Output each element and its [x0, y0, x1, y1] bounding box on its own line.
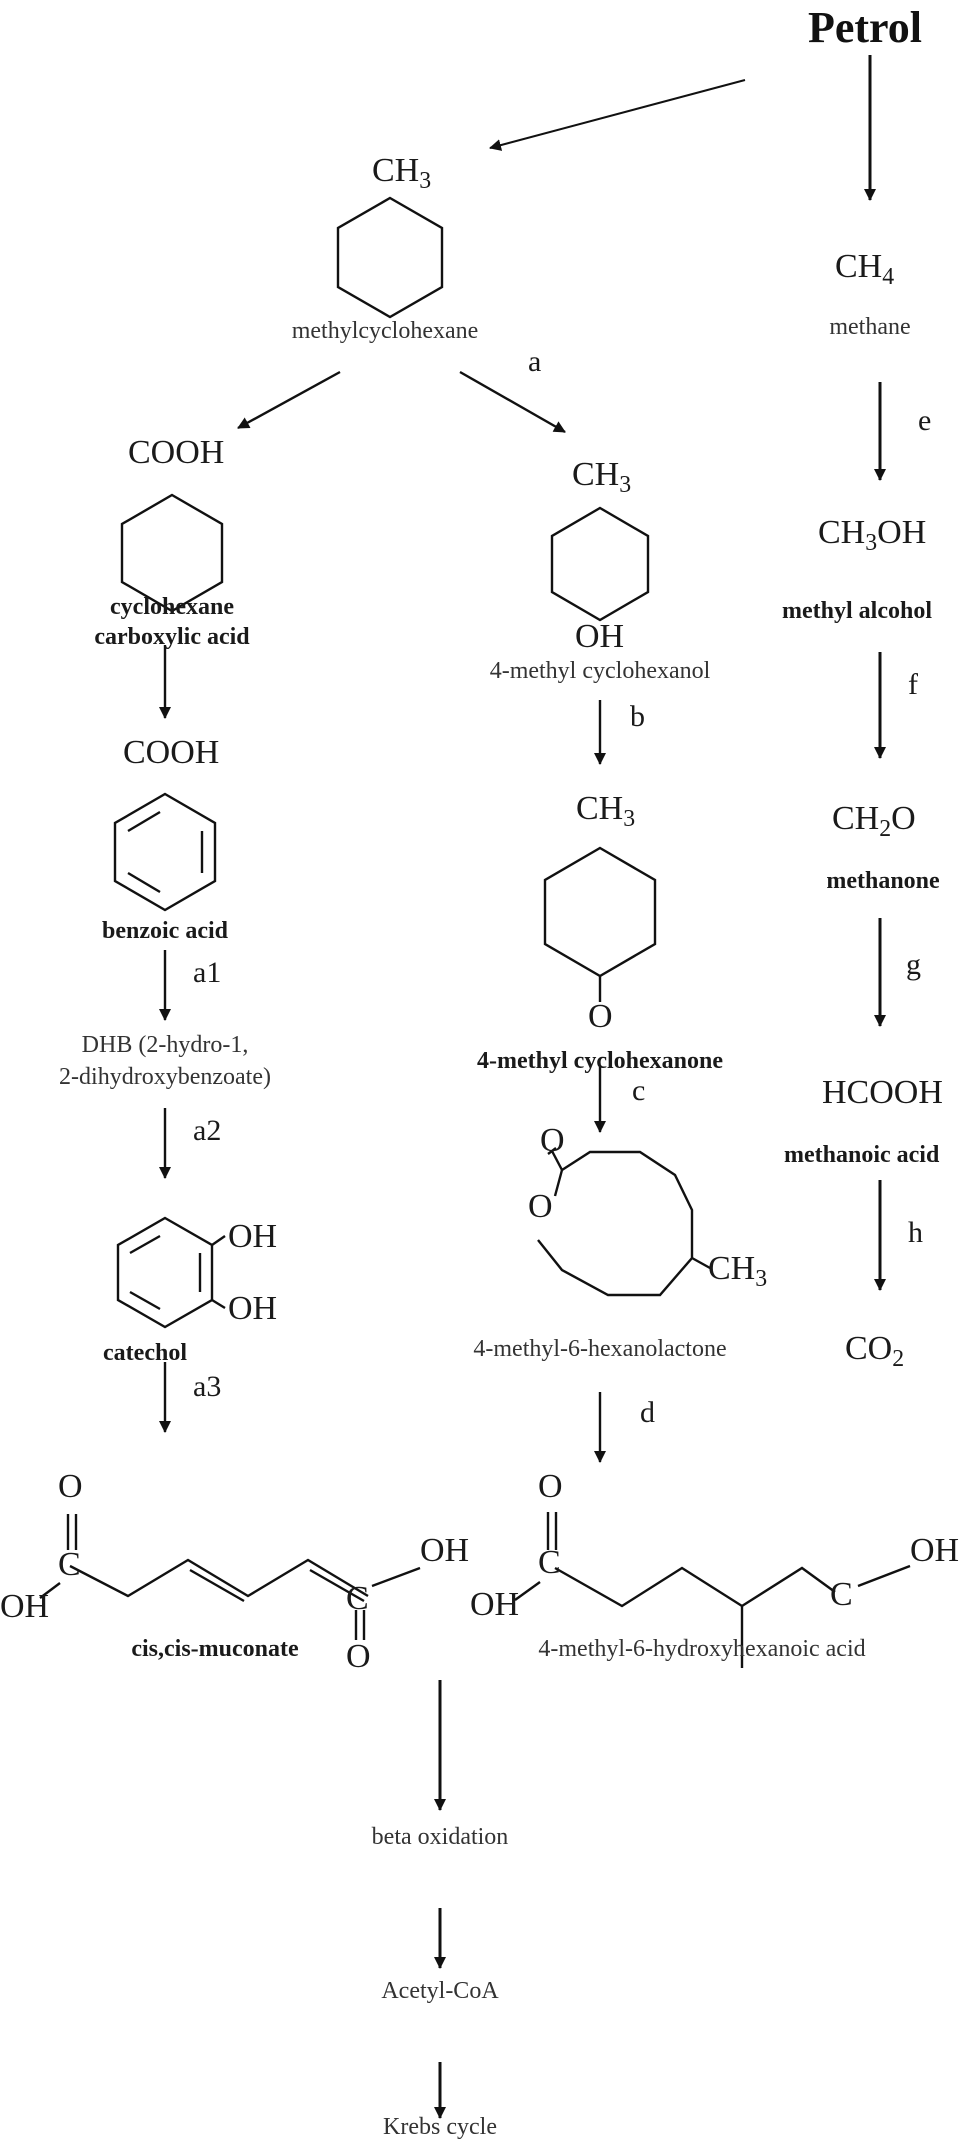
- hexanoic-c-left: C: [538, 1544, 561, 1581]
- benzoic-cooh: COOH: [123, 734, 220, 771]
- methyl-alcohol-ch3oh: CH3OH: [818, 514, 927, 557]
- methylcyclohexanol-ring: [550, 506, 650, 622]
- label-methylcyclohexane: methylcyclohexane: [291, 318, 479, 344]
- muconate-oh-left: OH: [0, 1588, 50, 1625]
- cyclohexane-carboxylic-cooh: COOH: [128, 434, 225, 471]
- label-dhb-line1: DHB (2-hydro-1,: [81, 1032, 249, 1058]
- step-c: c: [632, 1074, 646, 1107]
- co2: CO2: [845, 1330, 905, 1373]
- label-carboxylic-acid: carboxylic acid: [94, 624, 250, 650]
- benzoic-ring: [113, 792, 217, 912]
- methylcyclohexanol-ch3: CH3: [572, 456, 632, 499]
- muconate-c-right: C: [346, 1580, 369, 1617]
- label-dhb-line2: 2-dihydroxybenzoate): [59, 1064, 271, 1090]
- hexanoic-o-top: O: [538, 1468, 563, 1505]
- arrow-to-methylcyclohexanol: [459, 370, 566, 434]
- label-methyl-alcohol: methyl alcohol: [782, 598, 932, 624]
- hydroxyhexanoic-chain: [554, 1566, 836, 1608]
- step-a1: a1: [193, 956, 222, 989]
- label-benzoic-acid: benzoic acid: [102, 918, 228, 944]
- step-b: b: [630, 700, 645, 733]
- label-cyclohexane: cyclohexane: [110, 594, 234, 620]
- methylcyclohexanone-ring: [543, 846, 657, 978]
- label-methanoic-acid: methanoic acid: [784, 1142, 940, 1168]
- methylcyclohexanol-oh: OH: [575, 618, 625, 655]
- arrow-to-cyclohexane-carboxylic: [237, 370, 341, 430]
- cyclohexane-carboxylic-ring: [120, 493, 224, 613]
- methylcyclohexane-ch3: CH3: [372, 152, 432, 195]
- label-4-methyl-6-hexanolactone: 4-methyl-6-hexanolactone: [473, 1336, 727, 1362]
- step-a: a: [528, 345, 542, 378]
- methanoic-acid-hcooh: HCOOH: [822, 1074, 943, 1111]
- catechol-oh-bottom: OH: [228, 1290, 278, 1327]
- hexanoic-oh-left: OH: [470, 1586, 520, 1623]
- catechol-ring: [116, 1216, 214, 1329]
- label-methanone: methanone: [826, 868, 940, 894]
- muconate-oh-right: OH: [420, 1532, 470, 1569]
- lactone-ring-o: O: [528, 1188, 553, 1225]
- methane-ch4: CH4: [835, 248, 895, 291]
- title-petrol: Petrol: [807, 3, 923, 52]
- step-d: d: [640, 1396, 655, 1429]
- catechol-oh-top: OH: [228, 1218, 278, 1255]
- label-4-methyl-6-hydroxyhexanoic-acid: 4-methyl-6-hydroxyhexanoic acid: [538, 1636, 866, 1662]
- muconate-o-right: O: [346, 1638, 371, 1675]
- arrow-petrol-to-methylcyclohexane: [489, 79, 746, 151]
- label-4-methyl-cyclohexanol: 4-methyl cyclohexanol: [489, 658, 711, 684]
- methylcyclohexanone-o: O: [588, 998, 613, 1035]
- methanone-ch2o: CH2O: [832, 800, 916, 843]
- methylcyclohexanone-ch3: CH3: [576, 790, 636, 833]
- label-cis-cis-muconate: cis,cis-muconate: [131, 1636, 299, 1662]
- step-a2: a2: [193, 1114, 222, 1147]
- step-g: g: [906, 948, 921, 981]
- lactone-ch3: CH3: [708, 1250, 768, 1293]
- label-catechol: catechol: [103, 1340, 187, 1366]
- hexanoic-c-right: C: [830, 1576, 853, 1613]
- label-acetyl-coa: Acetyl-CoA: [381, 1978, 499, 2004]
- muconate-chain: [69, 1558, 369, 1598]
- lactone-carbonyl-o: O: [540, 1122, 565, 1159]
- label-4-methyl-cyclohexanone: 4-methyl cyclohexanone: [477, 1048, 723, 1074]
- muconate-c-left: C: [58, 1546, 81, 1583]
- label-beta-oxidation: beta oxidation: [371, 1824, 509, 1850]
- label-methane: methane: [829, 314, 911, 340]
- label-krebs-cycle: Krebs cycle: [383, 2114, 497, 2140]
- step-h: h: [908, 1216, 923, 1249]
- step-f: f: [908, 668, 918, 701]
- hexanoic-oh-right: OH: [910, 1532, 960, 1569]
- lactone-ring: [537, 1150, 694, 1297]
- muconate-o-left: O: [58, 1468, 83, 1505]
- step-a3: a3: [193, 1370, 222, 1403]
- step-e: e: [918, 404, 932, 437]
- methylcyclohexane-ring: [336, 196, 444, 319]
